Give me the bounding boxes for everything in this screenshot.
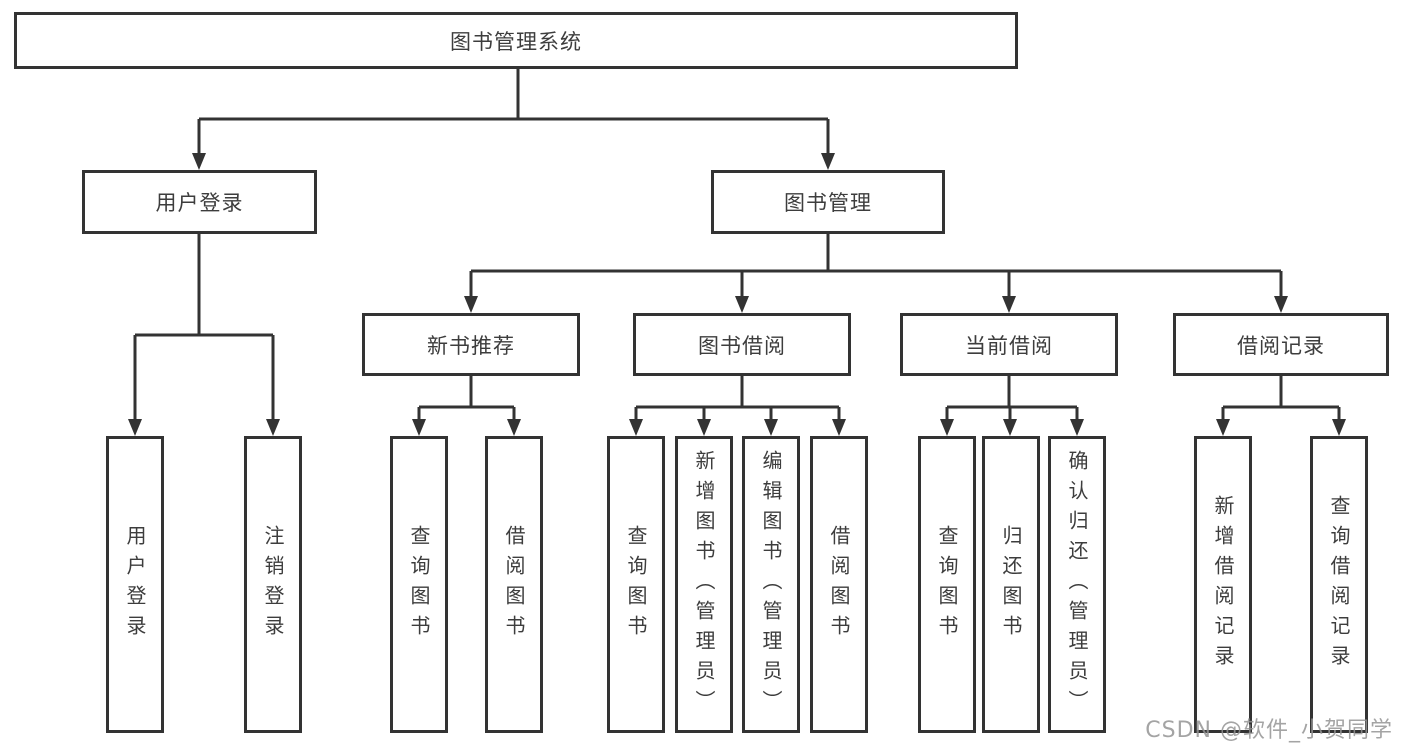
leaf-rec-borrow-books: 借阅图书 xyxy=(485,436,543,733)
leaf-user-login: 用户登录 xyxy=(106,436,164,733)
edge-login-to-leaves xyxy=(133,234,275,421)
node-borrow-record-label: 借阅记录 xyxy=(1237,333,1325,358)
node-new-book-recommend-label: 新书推荐 xyxy=(427,333,515,358)
node-book-management: 图书管理 xyxy=(711,170,945,234)
leaf-borrow-search-books-label: 查询图书 xyxy=(624,524,648,645)
edge-record-to-leaves xyxy=(1221,376,1341,421)
leaf-edit-books-admin: 编辑图书（管理员） xyxy=(742,436,800,733)
edge-borrow-to-leaves xyxy=(634,376,841,421)
arrowheads-record-to-leaves xyxy=(1216,419,1346,436)
arrowheads-mgmt-to-level3 xyxy=(464,296,1288,313)
node-user-login-label: 用户登录 xyxy=(155,191,244,215)
leaf-rec-borrow-books-label: 借阅图书 xyxy=(502,524,526,645)
leaf-add-books-admin-label: 新增图书（管理员） xyxy=(692,449,716,720)
node-book-borrow: 图书借阅 xyxy=(633,313,851,376)
leaf-search-borrow-record-label: 查询借阅记录 xyxy=(1327,494,1351,675)
leaf-logout-label: 注销登录 xyxy=(261,524,285,645)
node-book-management-label: 图书管理 xyxy=(784,191,872,215)
leaf-search-borrow-record: 查询借阅记录 xyxy=(1310,436,1368,733)
leaf-add-borrow-record: 新增借阅记录 xyxy=(1194,436,1252,733)
node-user-login: 用户登录 xyxy=(82,170,317,234)
leaf-rec-search-books: 查询图书 xyxy=(390,436,448,733)
leaf-current-search-books: 查询图书 xyxy=(918,436,976,733)
leaf-borrow-search-books: 查询图书 xyxy=(607,436,665,733)
edge-mgmt-to-level3 xyxy=(469,234,1283,298)
arrowheads-login-to-leaves xyxy=(128,419,280,436)
arrowheads-borrow-to-leaves xyxy=(629,419,846,436)
leaf-confirm-return-admin: 确认归还（管理员） xyxy=(1048,436,1106,733)
leaf-edit-books-admin-label: 编辑图书（管理员） xyxy=(759,449,783,720)
leaf-current-search-books-label: 查询图书 xyxy=(935,524,959,645)
arrowheads-rec-to-leaves xyxy=(412,419,521,436)
leaf-rec-search-books-label: 查询图书 xyxy=(407,524,431,645)
node-new-book-recommend: 新书推荐 xyxy=(362,313,580,376)
leaf-borrow-books-label: 借阅图书 xyxy=(827,524,851,645)
leaf-return-books: 归还图书 xyxy=(982,436,1040,733)
node-borrow-record: 借阅记录 xyxy=(1173,313,1389,376)
leaf-user-login-label: 用户登录 xyxy=(123,524,147,645)
node-root-label: 图书管理系统 xyxy=(450,29,582,54)
node-book-borrow-label: 图书借阅 xyxy=(698,333,786,358)
node-current-borrow: 当前借阅 xyxy=(900,313,1118,376)
node-root-library-system: 图书管理系统 xyxy=(14,12,1018,69)
leaf-borrow-books: 借阅图书 xyxy=(810,436,868,733)
csdn-watermark: CSDN @软件_小贺同学 xyxy=(1145,718,1393,743)
edge-current-to-leaves xyxy=(945,376,1079,421)
edge-rec-to-leaves xyxy=(417,376,516,421)
leaf-add-books-admin: 新增图书（管理员） xyxy=(675,436,733,733)
leaf-logout: 注销登录 xyxy=(244,436,302,733)
leaf-confirm-return-admin-label: 确认归还（管理员） xyxy=(1065,449,1089,720)
arrowheads-current-to-leaves xyxy=(940,419,1084,436)
arrowheads-root-to-level2 xyxy=(192,153,835,170)
edge-root-to-level2 xyxy=(197,69,830,155)
leaf-add-borrow-record-label: 新增借阅记录 xyxy=(1211,494,1235,675)
node-current-borrow-label: 当前借阅 xyxy=(965,333,1053,358)
leaf-return-books-label: 归还图书 xyxy=(999,524,1023,645)
